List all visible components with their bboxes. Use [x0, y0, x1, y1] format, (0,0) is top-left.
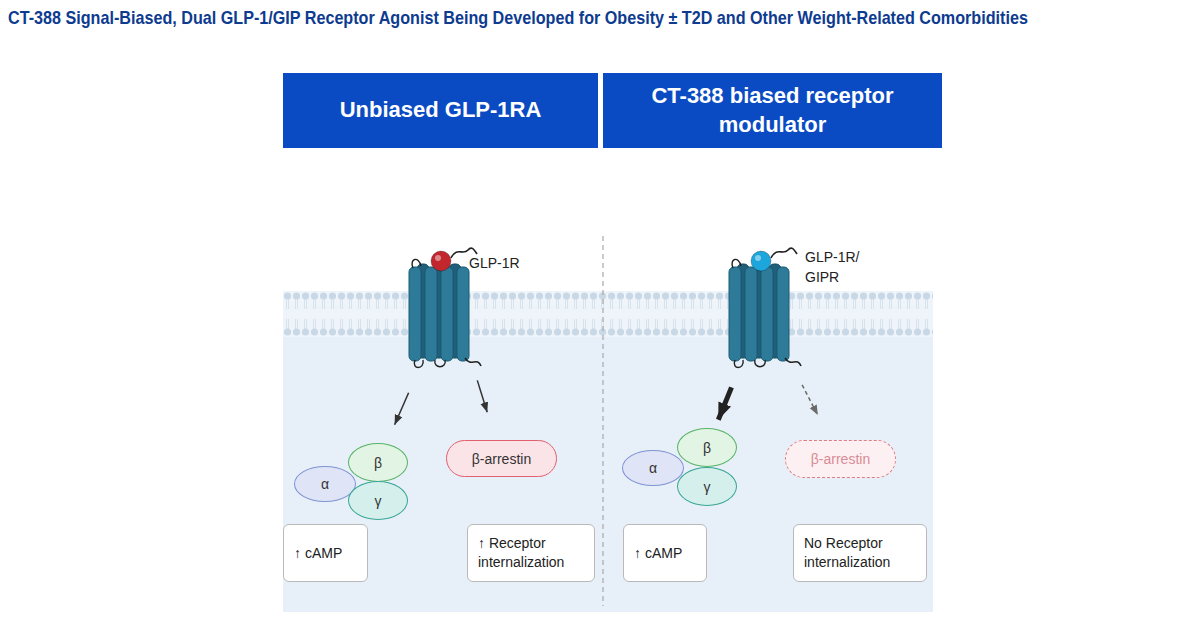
helix	[729, 267, 741, 361]
node-text: α	[649, 460, 657, 476]
node-text: γ	[375, 493, 382, 509]
outcome-box: ↑ cAMP	[623, 524, 707, 582]
node-text: ↑ cAMP	[634, 544, 682, 563]
helix	[457, 267, 469, 361]
node-text: β	[703, 440, 711, 456]
ligand-highlight	[755, 255, 761, 261]
arrestin-pill: β-arrestin	[446, 440, 557, 477]
node-text: α	[321, 476, 329, 492]
helix	[777, 267, 789, 361]
outcome-box: ↑ cAMP	[283, 524, 368, 582]
intracellular-loop	[414, 360, 423, 368]
g-beta-subunit: β	[348, 443, 408, 482]
g-gamma-subunit: γ	[677, 467, 737, 506]
g-gamma-subunit: γ	[348, 481, 408, 520]
node-text: β	[374, 455, 382, 471]
receptor: GLP-1R/ GIPR	[725, 248, 797, 368]
outcome-box: No Receptor internalization	[793, 524, 927, 582]
signal-arrow	[802, 385, 818, 415]
node-text: No Receptor internalization	[804, 534, 916, 572]
helix	[745, 267, 757, 361]
receptor-drawing	[725, 248, 797, 368]
intracellular-loop	[755, 360, 765, 367]
node-text: β-arrestin	[811, 451, 870, 467]
lipid-bilayer	[283, 291, 933, 337]
g-alpha-subunit: α	[294, 466, 356, 502]
extracellular-loop	[732, 259, 741, 268]
node-text: CT-388 biased receptor modulator	[623, 82, 922, 139]
receptor-label: GLP-1R	[469, 254, 539, 274]
header-box: Unbiased GLP-1RA	[283, 73, 598, 148]
ligand-ball	[431, 251, 451, 271]
signal-arrow	[718, 387, 731, 419]
outcome-box: ↑ Receptor internalization	[467, 524, 595, 582]
c-terminus	[465, 358, 481, 366]
arrestin-pill: β-arrestin	[785, 440, 896, 478]
node-text: ↑ Receptor internalization	[478, 534, 584, 572]
intracellular-loop	[435, 360, 445, 367]
node-text: ↑ cAMP	[294, 544, 342, 563]
membrane-band	[283, 291, 933, 337]
receptor: GLP-1R	[405, 248, 477, 368]
node-text: β-arrestin	[472, 451, 531, 467]
g-alpha-subunit: α	[622, 450, 684, 486]
n-terminus	[771, 248, 797, 258]
helix	[441, 267, 453, 361]
signal-arrow	[477, 380, 487, 412]
header-box: CT-388 biased receptor modulator	[603, 73, 942, 148]
extracellular-loop	[412, 259, 421, 268]
receptor-drawing	[405, 248, 477, 368]
diagram-title: CT-388 Signal-Biased, Dual GLP-1/GIP Rec…	[8, 7, 1028, 29]
helix	[409, 267, 421, 361]
cytoplasm	[283, 300, 933, 612]
signal-arrow	[395, 393, 409, 425]
g-beta-subunit: β	[677, 428, 737, 467]
node-text: Unbiased GLP-1RA	[340, 96, 542, 125]
ligand-highlight	[435, 255, 441, 261]
node-text: γ	[704, 479, 711, 495]
divider-line	[602, 236, 603, 606]
ligand-ball	[751, 251, 771, 271]
helix	[425, 267, 437, 361]
helix	[761, 267, 773, 361]
receptor-label: GLP-1R/ GIPR	[805, 248, 869, 287]
intracellular-loop	[734, 360, 743, 368]
c-terminus	[785, 358, 801, 366]
